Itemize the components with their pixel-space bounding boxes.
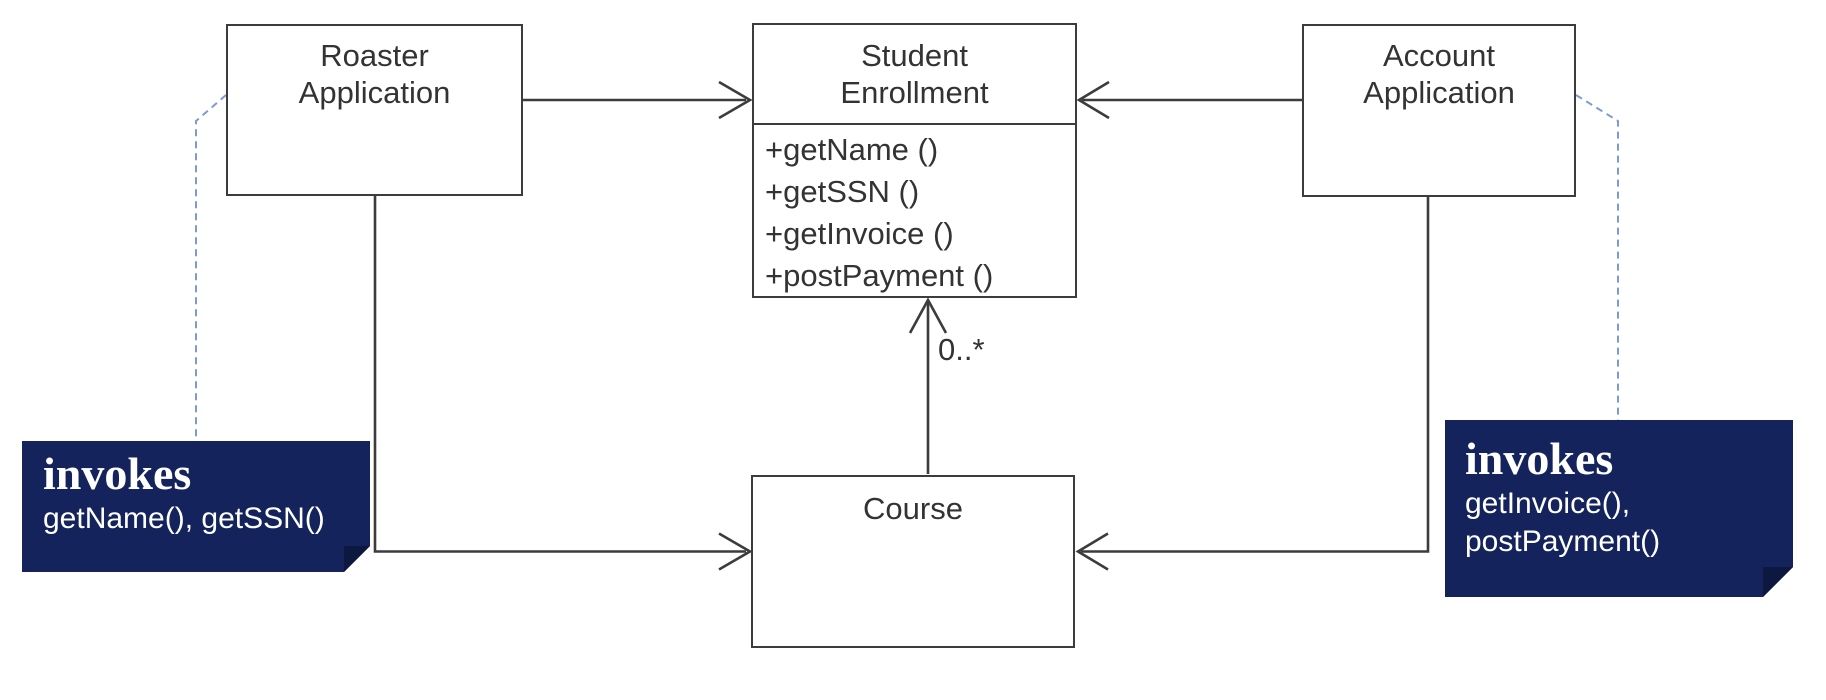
method-item: +getName (): [765, 132, 939, 167]
callout-detail-line: getName(), getSSN(): [43, 502, 325, 535]
dashed-connector-right-callout: [1575, 94, 1619, 444]
node-title-line: Enrollment: [840, 75, 989, 110]
multiplicity-label: 0..*: [938, 332, 985, 367]
callout-invokes-right: invokes getInvoice(), postPayment(): [1445, 420, 1793, 597]
callout-title: invokes: [43, 448, 192, 499]
node-student-enrollment: Student Enrollment +getName () +getSSN (…: [752, 23, 1077, 298]
node-title: Student Enrollment: [754, 25, 1075, 125]
node-roaster-application: Roaster Application: [226, 24, 523, 196]
folded-corner-icon: [1763, 567, 1793, 597]
method-item: +getInvoice (): [765, 216, 954, 251]
method-item: +getSSN (): [765, 174, 920, 209]
node-title-line: Course: [863, 491, 963, 526]
edge-account-to-course: [1081, 197, 1430, 553]
arrowhead-account-to-course-icon: [1075, 532, 1109, 571]
method-item: +postPayment (): [765, 258, 994, 293]
node-title-line: Account: [1382, 38, 1495, 73]
class-methods-list: +getName () +getSSN () +getInvoice () +p…: [754, 125, 1075, 297]
callout-invokes-left: invokes getName(), getSSN(): [22, 441, 370, 572]
node-title-line: Roaster: [320, 38, 429, 73]
arrowhead-roaster-to-enrollment-icon: [718, 80, 753, 120]
node-account-application: Account Application: [1302, 24, 1576, 197]
node-title-line: Application: [298, 75, 451, 110]
dashed-connector-left-callout: [195, 94, 227, 440]
callout-detail-line: getInvoice(),: [1465, 487, 1631, 520]
node-title-line: Student: [861, 38, 968, 73]
node-title-line: Application: [1363, 75, 1515, 110]
callout-detail-line: postPayment(): [1465, 525, 1661, 558]
arrowhead-roaster-to-course-icon: [718, 532, 753, 571]
edge-roaster-to-course: [373, 196, 746, 553]
node-course: Course: [751, 475, 1075, 648]
callout-title: invokes: [1465, 433, 1614, 484]
arrowhead-account-to-enrollment-icon: [1076, 80, 1110, 120]
arrowhead-course-to-enrollment-icon: [908, 297, 948, 334]
folded-corner-icon: [344, 546, 370, 572]
